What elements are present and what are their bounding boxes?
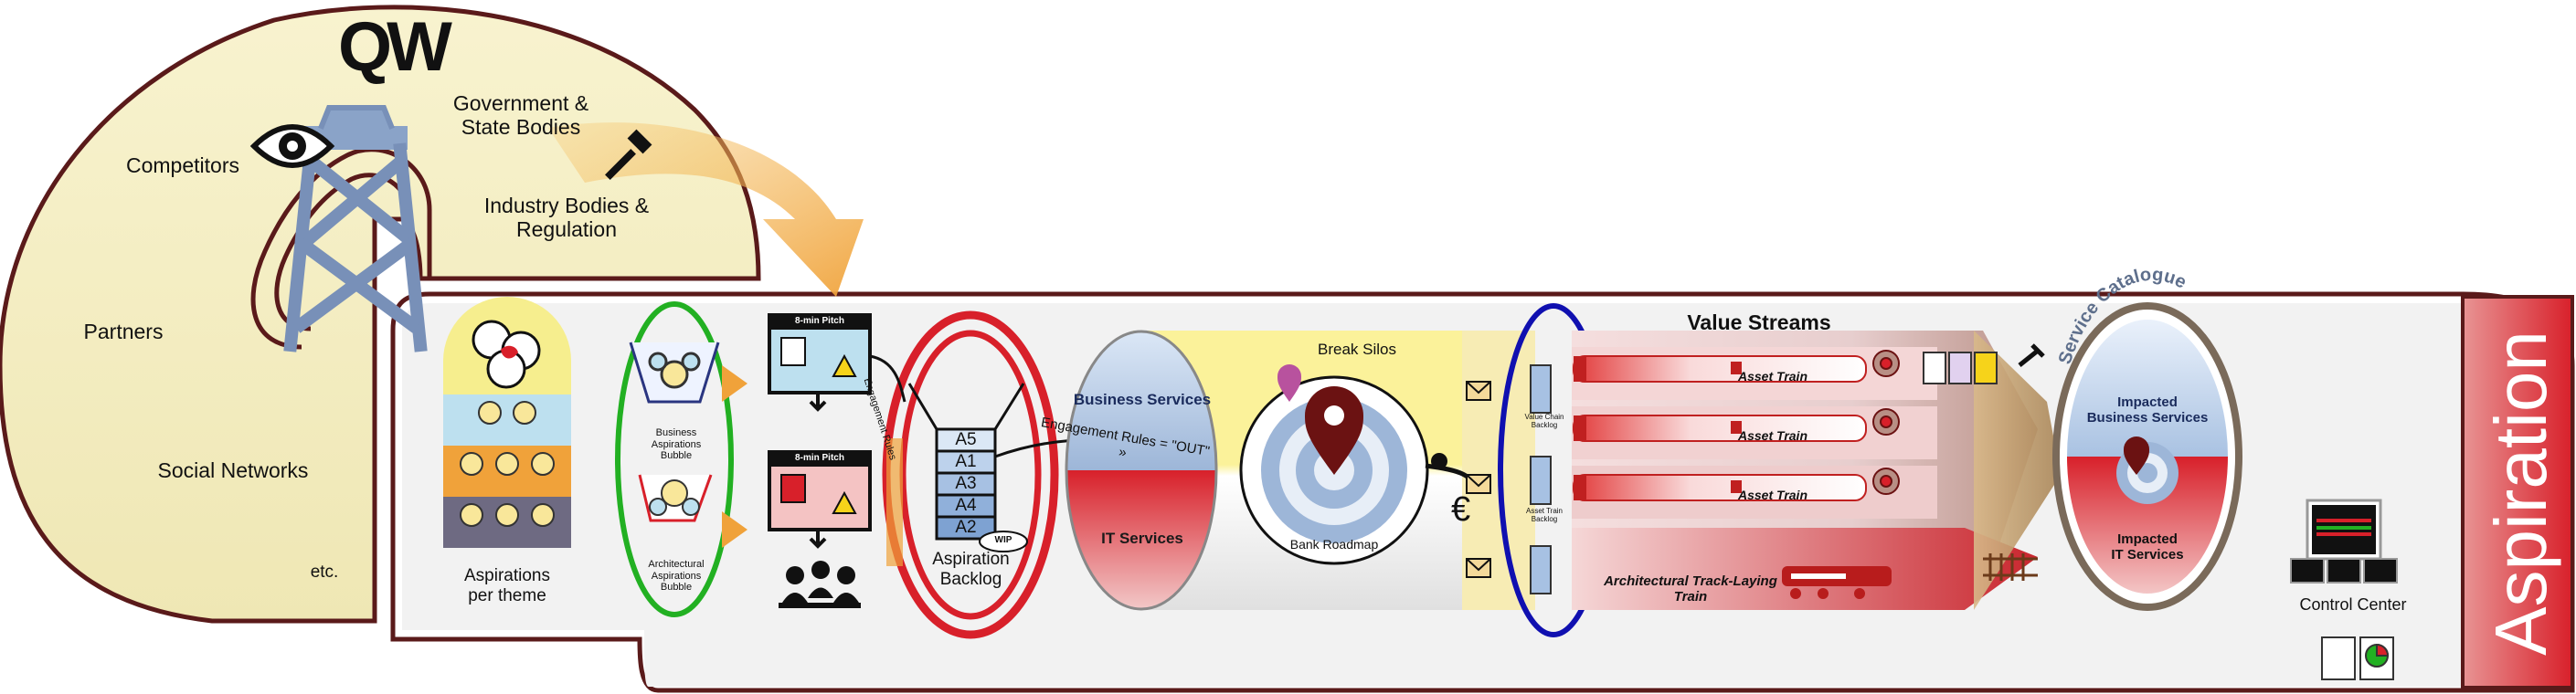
orange-glow xyxy=(886,438,903,566)
label-value-streams: Value Streams xyxy=(1687,310,1831,334)
value-funnel xyxy=(1974,331,2061,610)
label-wip: WIP xyxy=(994,535,1012,545)
catalogue-target-3 xyxy=(2137,463,2157,483)
label-industry: Industry Bodies & Regulation xyxy=(483,194,650,242)
backlog-item-a2: A2 xyxy=(955,518,977,537)
label-business-services: Business Services xyxy=(1073,391,1212,408)
pitch-board-top xyxy=(768,313,872,412)
backlog-item-a5: A5 xyxy=(955,430,977,449)
bubbles-green-ellipse xyxy=(615,301,734,617)
backlog-item-a4: A4 xyxy=(955,496,977,515)
business-bubble-icon xyxy=(629,342,720,404)
watch-tower-icon xyxy=(283,105,428,352)
pitch-board-bottom xyxy=(768,450,872,549)
label-social-networks: Social Networks xyxy=(157,458,309,482)
hammer-small-icon xyxy=(2018,343,2045,367)
label-pitch-bottom: 8-min Pitch xyxy=(795,453,844,463)
lightbulb-icons xyxy=(460,401,555,527)
backlog-stack xyxy=(935,427,997,541)
label-partners: Partners xyxy=(83,320,164,343)
orange-pointer-bottom xyxy=(722,511,747,548)
catalogue-pin-icon xyxy=(2124,436,2149,475)
gavel-icon xyxy=(605,129,652,180)
label-etc: etc. xyxy=(310,563,339,582)
audience-icon xyxy=(779,561,861,608)
label-arch-train: Architectural Track-Laying Train xyxy=(1604,573,1777,605)
label-asset-train-2: Asset Train xyxy=(1738,428,1807,443)
asset-backlog-stacks xyxy=(1530,364,1552,594)
backlog-item-a3: A3 xyxy=(955,474,977,493)
document-icons xyxy=(1923,352,1998,384)
environment-arrow xyxy=(548,122,864,297)
euro-symbol: € xyxy=(1451,490,1470,529)
architectural-bubble-icon xyxy=(649,479,700,516)
label-it-services: IT Services xyxy=(1101,530,1183,547)
label-impacted-business: Impacted Business Services xyxy=(2086,394,2209,426)
map-pin-large-icon xyxy=(1305,386,1363,475)
award-icons xyxy=(1872,350,1900,495)
asset-train-1 xyxy=(1573,355,1867,383)
label-bank-roadmap: Bank Roadmap xyxy=(1289,537,1379,552)
wip-tag xyxy=(979,531,1028,552)
logo: QW xyxy=(338,8,452,86)
label-break-silos: Break Silos xyxy=(1318,341,1396,358)
backlog-funnel xyxy=(907,383,1025,539)
asset-train-2 xyxy=(1573,415,1867,442)
eye-icon xyxy=(249,124,335,168)
map-pin-dot xyxy=(1324,405,1344,426)
label-value-chain-backlog: Value Chain Backlog xyxy=(1524,413,1564,430)
label-impacted-it: Impacted IT Services xyxy=(2111,531,2184,563)
environment-region xyxy=(0,5,761,624)
train-loco-icon xyxy=(1782,566,1892,599)
backlog-item-a1: A1 xyxy=(955,452,977,471)
report-icons xyxy=(2321,636,2394,680)
engagement-curve xyxy=(869,354,906,403)
services-oval xyxy=(1065,330,1218,611)
connector-dot xyxy=(1431,453,1447,469)
asset-train-3 xyxy=(1573,474,1867,501)
aspiration-tab-bg xyxy=(2461,295,2574,689)
aspiration-tab: Aspiration xyxy=(2480,331,2561,656)
label-pitch-top: 8-min Pitch xyxy=(795,316,844,326)
label-asset-train-backlog: Asset Train Backlog xyxy=(1525,507,1563,524)
orange-pointer-top xyxy=(722,365,747,402)
map-pin-small-icon xyxy=(1277,364,1301,402)
label-business-bubble: Business Aspirations Bubble xyxy=(651,427,702,462)
label-aspirations-per-theme: Aspirations per theme xyxy=(464,566,550,605)
label-asset-train-1: Asset Train xyxy=(1738,369,1807,384)
environment-loop-inner xyxy=(274,173,412,331)
label-control-center: Control Center xyxy=(2299,595,2407,614)
control-center-icon xyxy=(2290,499,2398,584)
rail-track-icon xyxy=(1983,553,2038,581)
backlog-envelopes xyxy=(1466,381,1491,578)
label-competitors: Competitors xyxy=(126,153,239,177)
label-asset-train-3: Asset Train xyxy=(1738,488,1807,502)
label-aspiration-backlog: Aspiration Backlog xyxy=(932,550,1010,589)
label-architectural-bubble: Architectural Aspirations Bubble xyxy=(648,559,705,594)
label-government: Government & State Bodies xyxy=(452,91,589,140)
